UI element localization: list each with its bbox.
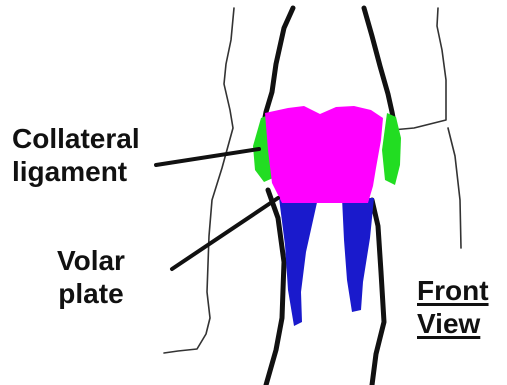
leader-line-volar [172,198,278,269]
joint-capsule [265,106,383,203]
collateral-ligament-label: Collateral ligament [12,122,140,188]
collateral-ligament-label-line-2: ligament [12,155,140,188]
finger-outline-left [164,8,234,353]
finger-outline-right-lower [448,128,461,248]
leader-line-collateral [156,149,259,165]
volar-plate-label-line-1: Volar [57,244,125,277]
view-label: Front View [417,274,489,340]
finger-outline-right-upper [392,8,446,130]
view-label-line-2: View [417,307,489,340]
distal-bone-left-edge [266,190,284,385]
view-label-line-1: Front [417,274,489,307]
volar-plate-label-line-2: plate [57,277,125,310]
collateral-ligament-label-line-1: Collateral [12,122,140,155]
collateral-ligament-right [382,113,401,185]
distal-bone-right-edge [372,200,384,385]
volar-plate-label: Volar plate [57,244,125,310]
volar-plate-right-strip [342,198,374,312]
